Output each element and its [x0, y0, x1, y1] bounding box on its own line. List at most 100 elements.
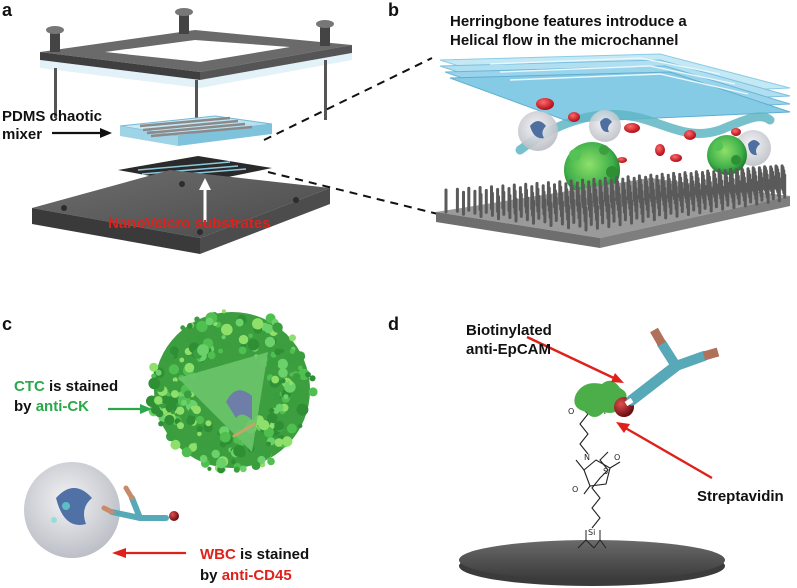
- ctc-microvillus: [218, 348, 224, 354]
- ctc-microvillus: [162, 351, 174, 363]
- panel-b-microchannel: [436, 53, 791, 248]
- panel-b-letter: b: [388, 0, 399, 20]
- nanovelcro-arrow-head: [199, 178, 211, 190]
- ctc-microvillus: [247, 338, 260, 351]
- streptavidin-label: Streptavidin: [697, 488, 784, 505]
- ctc-microvillus: [192, 405, 201, 415]
- pdms-label-line2: mixer: [2, 126, 43, 143]
- pdms-chip: [119, 115, 273, 146]
- ctc-microvillus: [200, 441, 206, 447]
- ctc-cell-icon: [707, 135, 747, 175]
- ctc-microvillus: [268, 407, 275, 414]
- herringbone-caption-line1: Herringbone features introduce a: [450, 13, 687, 30]
- ctc-microvillus: [196, 425, 203, 432]
- ctc-microvillus: [179, 357, 185, 363]
- ctc-microvillus: [305, 371, 311, 378]
- ctc-microvillus: [181, 447, 192, 458]
- ctc-microvillus: [196, 320, 208, 333]
- ctc-by-text: by: [14, 398, 36, 415]
- ctc-microvillus: [286, 423, 297, 434]
- ctc-microvillus: [309, 375, 316, 382]
- ctc-microvillus: [282, 436, 293, 447]
- wbc-stain-text: is stained: [235, 546, 310, 563]
- ctc-microvillus: [221, 309, 226, 314]
- silane-anchor: Si: [577, 528, 607, 549]
- maleimide-ring: [575, 459, 621, 495]
- ctc-microvillus: [219, 431, 231, 443]
- ctc-stained-cell-icon: [146, 309, 318, 474]
- panel-c-staining: [24, 309, 318, 558]
- ctc-microvillus: [195, 415, 205, 425]
- ctc-microvillus: [161, 395, 170, 404]
- zoom-line-upper: [263, 57, 433, 141]
- ctc-label-line1: CTC is stained: [14, 377, 118, 396]
- panel-a-letter: a: [2, 0, 13, 20]
- ctc-microvillus: [149, 362, 159, 372]
- ctc-microvillus: [296, 403, 309, 416]
- ctc-microvillus: [168, 364, 179, 375]
- panel-d-chemistry: Si S O O N O NH: [459, 327, 725, 586]
- streptavidin-arrow-head: [616, 422, 630, 433]
- linker-chain: [591, 451, 609, 529]
- streptavidin-icon: [574, 380, 627, 417]
- ctc-microvillus: [273, 408, 280, 414]
- ctc-microvillus: [158, 421, 164, 427]
- helical-flow: [515, 110, 775, 155]
- ctc-microvillus: [238, 334, 249, 345]
- screw-icon: [46, 26, 64, 118]
- ctc-microvillus: [177, 422, 184, 430]
- ctc-label-line2: by anti-CK: [14, 397, 89, 416]
- wbc-by-text: by: [200, 567, 222, 584]
- ctc-microvillus: [197, 344, 209, 356]
- ctc-microvillus: [205, 317, 214, 326]
- ctc-microvillus: [261, 448, 272, 459]
- ctc-microvillus: [150, 405, 161, 415]
- ctc-microvillus: [205, 420, 212, 427]
- ctc-microvillus: [280, 378, 286, 384]
- ctc-microvillus: [171, 390, 179, 398]
- streptavidin-arrow: [621, 424, 713, 480]
- ctc-microvillus: [180, 325, 186, 331]
- ctc-microvillus: [252, 318, 264, 330]
- panel-a-device: [32, 8, 352, 254]
- ctc-microvillus: [194, 316, 200, 322]
- pdms-label-line1: PDMS chaotic: [2, 108, 103, 125]
- ctc-microvillus: [271, 375, 280, 384]
- anti-cd45-antibody-icon: [101, 485, 179, 521]
- ctc-microvillus: [238, 346, 247, 355]
- ctc-microvillus: [216, 457, 227, 469]
- ctc-arrow-head: [140, 404, 152, 414]
- ctc-microvillus: [181, 399, 187, 406]
- rbc-cell-icon: [536, 98, 741, 163]
- ctc-microvillus: [256, 449, 263, 455]
- ctc-microvillus: [297, 365, 303, 371]
- ctc-microvillus: [175, 406, 185, 415]
- ctc-microvillus: [218, 451, 224, 457]
- ctc-microvillus: [207, 351, 216, 360]
- herringbone-caption-line2: Helical flow in the microchannel: [450, 32, 679, 49]
- ctc-microvillus: [183, 390, 192, 399]
- ctc-microvillus: [216, 434, 221, 439]
- top-frame-plate: [40, 30, 352, 88]
- ctc-microvillus: [170, 439, 181, 450]
- wbc-cell-icon: [589, 110, 621, 142]
- ctc-microvillus: [151, 373, 157, 379]
- panel-d-letter: d: [388, 314, 399, 334]
- ctc-microvillus: [148, 377, 161, 390]
- ctc-microvillus: [289, 348, 295, 354]
- oxygen-atom: O: [572, 485, 578, 494]
- ctc-microvillus: [277, 358, 289, 370]
- ctc-microvillus: [197, 431, 202, 437]
- ctc-microvillus: [267, 457, 275, 466]
- oxygen-atom: O: [568, 407, 574, 416]
- ctc-microvillus: [251, 461, 261, 470]
- wbc-stained-cell-icon: [24, 462, 120, 558]
- ctc-microvillus: [266, 357, 279, 370]
- ctc-microvillus: [277, 342, 283, 348]
- ctc-microvillus: [221, 340, 232, 351]
- ctc-microvillus: [248, 333, 253, 339]
- oxygen-atom: O: [614, 453, 620, 462]
- ctc-microvillus: [166, 431, 176, 442]
- ctc-microvillus: [184, 362, 195, 373]
